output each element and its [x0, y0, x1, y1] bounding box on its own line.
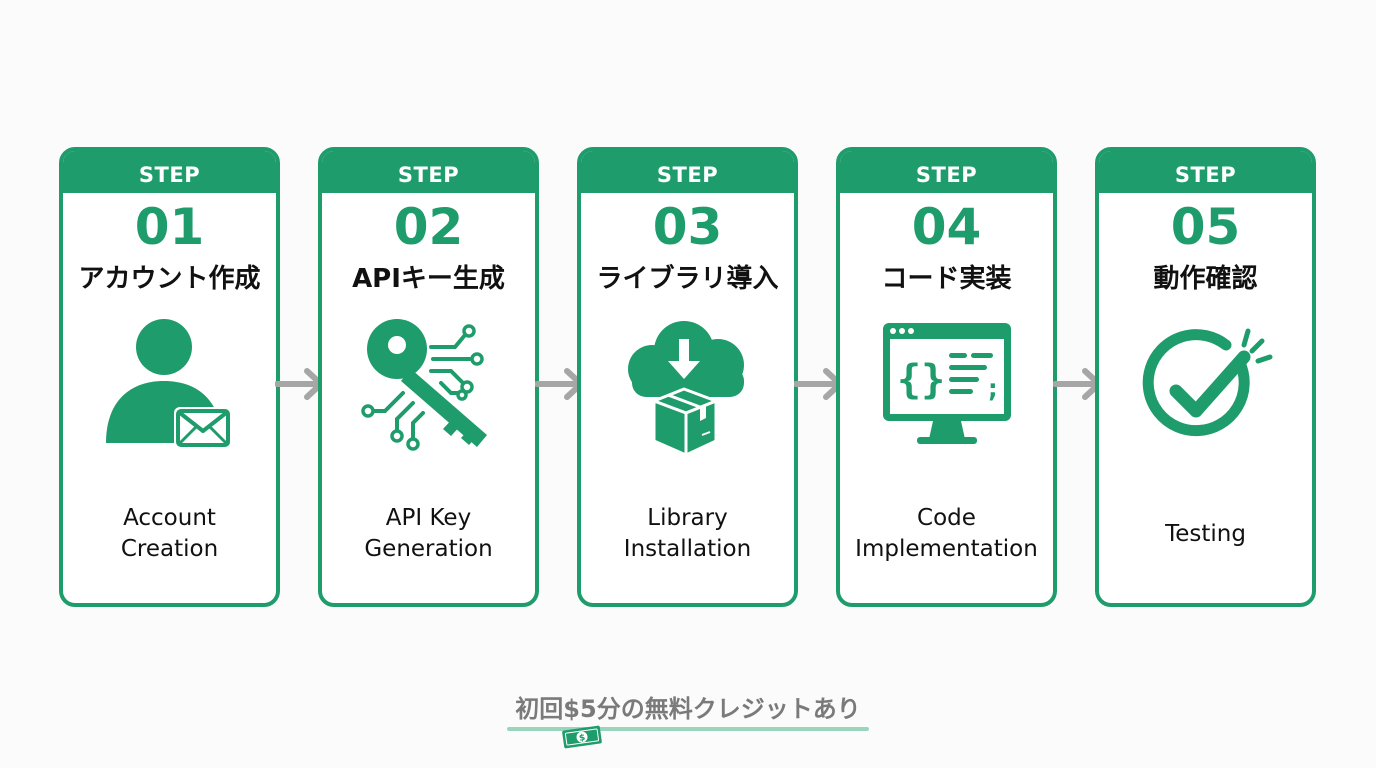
check-circle-icon — [1142, 328, 1272, 437]
step-header: STEP — [63, 151, 276, 193]
step-description: Code Implementation — [840, 499, 1053, 569]
step-header: STEP — [322, 151, 535, 193]
step-title: アカウント作成 — [78, 264, 261, 294]
step-header: STEP — [840, 151, 1053, 193]
description-line: Generation — [364, 536, 493, 562]
step-card-03: STEP 03 ライブラリ導入 Library Installation — [577, 147, 798, 607]
svg-text:{}: {} — [897, 357, 945, 403]
money-symbol: $ — [578, 733, 586, 744]
step-number: 04 — [911, 198, 982, 256]
step-number: 03 — [652, 198, 723, 256]
step-card-01: STEP 01 アカウント作成 Account Creation — [59, 147, 280, 607]
key-circuit-icon — [360, 319, 487, 451]
step-card-04: STEP 04 コード実装 {} ; Code Implementation — [836, 147, 1057, 607]
description-line: Implementation — [855, 536, 1038, 562]
description-line: API Key — [385, 505, 472, 531]
description-line: Code — [917, 505, 976, 531]
description-line: Testing — [1165, 520, 1246, 547]
step-card-05: STEP 05 動作確認 Testing — [1095, 147, 1316, 607]
cloud-download-box-icon — [627, 321, 744, 457]
step-title: APIキー生成 — [352, 264, 505, 294]
description-line: Installation — [623, 536, 752, 562]
step-header: STEP — [1099, 151, 1312, 193]
user-mail-icon — [105, 319, 232, 449]
footer-underline — [507, 727, 869, 731]
money-bill-icon: $ — [562, 725, 602, 749]
step-header: STEP — [581, 151, 794, 193]
step-title: ライブラリ導入 — [596, 264, 779, 294]
step-title: コード実装 — [881, 264, 1012, 294]
description-line: Account — [123, 505, 216, 531]
footer-note: 初回$5分の無料クレジットあり — [0, 692, 1376, 726]
step-number: 02 — [393, 198, 464, 256]
description-line: Creation — [120, 536, 219, 562]
step-description: API Key Generation — [322, 499, 535, 569]
svg-text:;: ; — [985, 374, 1001, 404]
step-number: 05 — [1170, 198, 1241, 256]
step-description: Testing — [1099, 499, 1312, 569]
free-credit-note: 初回$5分の無料クレジットあり — [515, 695, 861, 723]
code-monitor-icon: {} ; — [882, 323, 1011, 444]
description-line: Library — [647, 505, 728, 531]
step-description: Library Installation — [581, 499, 794, 569]
step-card-02: STEP 02 APIキー生成 — [318, 147, 539, 607]
step-number: 01 — [134, 198, 205, 256]
step-title: 動作確認 — [1153, 264, 1258, 294]
step-description: Account Creation — [63, 499, 276, 569]
